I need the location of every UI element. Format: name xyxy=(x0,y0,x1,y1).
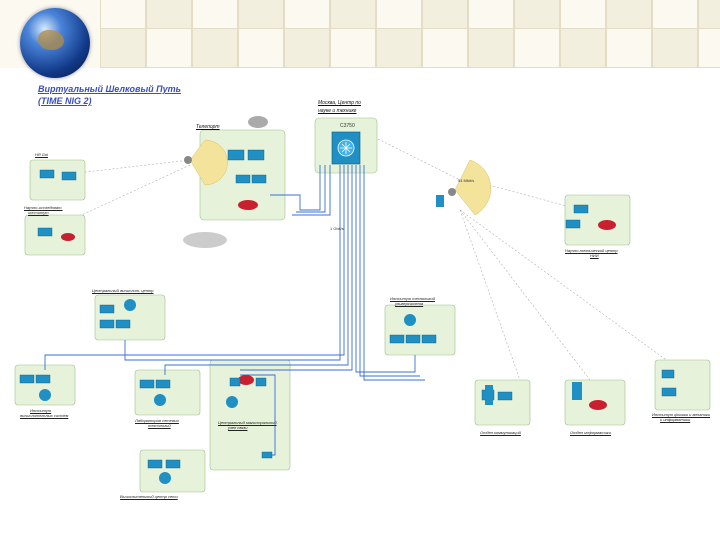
banner-tile xyxy=(146,28,192,68)
site-bottom-mid-label-2: технологий xyxy=(148,423,171,428)
satellite-antenna-icon xyxy=(248,116,268,128)
site-mid-right-label-2: университета xyxy=(395,301,424,306)
site-mid-right-label: Институт технологий xyxy=(390,296,435,301)
remote-dish-beam xyxy=(454,159,492,216)
router-icons xyxy=(61,200,616,410)
banner-tile xyxy=(192,28,238,68)
top-node-label: Москва, Центр по xyxy=(318,100,361,106)
site-left-mid-label: Научно-исследоват. xyxy=(24,205,63,210)
server-icons xyxy=(436,195,582,405)
site-center-label: Центральный магистральный xyxy=(218,420,277,425)
banner-tile xyxy=(330,28,376,68)
teleport-dish-beam xyxy=(189,139,228,186)
header-banner xyxy=(0,0,720,68)
banner-tile xyxy=(422,28,468,68)
banner-tile xyxy=(606,28,652,68)
satellite-dish-icon xyxy=(184,156,192,164)
site-bottom-left-label-2: вычислительных систем xyxy=(20,413,69,418)
site-bottom-mid-label: Лаборатория сетевых xyxy=(135,418,179,423)
cloud-icon xyxy=(183,232,227,248)
banner-tile xyxy=(238,28,284,68)
site-bottom-right-label-2: Отдел информатики xyxy=(570,430,611,435)
top-node-label-2: науке и технике xyxy=(318,108,357,114)
site-boxes xyxy=(14,117,711,493)
site-bottom-right-label: Отдел коммуникаций xyxy=(480,430,521,435)
page-subtitle: (TIME NIG 2) xyxy=(38,96,92,106)
site-far-right-label-2: и информатики xyxy=(660,417,691,422)
satellite-dish-icon-2 xyxy=(448,188,456,196)
banner-tile xyxy=(284,28,330,68)
page-title: Виртуальный Шелковый Путь xyxy=(38,84,181,94)
banner-tile xyxy=(376,28,422,68)
site-left-mid-label-2: институт xyxy=(28,210,49,215)
banner-tile xyxy=(698,28,720,68)
teleport-label: Телепорт xyxy=(196,124,220,130)
site-bottom-label: Вычислительный центр сети xyxy=(120,494,178,499)
globe-logo xyxy=(20,8,90,78)
banner-tile xyxy=(514,28,560,68)
wired-links xyxy=(44,165,425,456)
firewall-icons xyxy=(39,299,416,484)
speed-right-label: 54 Mbit/s xyxy=(458,178,475,183)
speed-left-label: 1 Gbit/s xyxy=(330,226,344,231)
site-far-right-label: Институт физики и механики xyxy=(652,412,711,417)
banner-tile xyxy=(560,28,606,68)
site-mid-left-label: Центральный вычислит. центр xyxy=(92,288,154,293)
banner-tile xyxy=(652,28,698,68)
core-switch-label: C3750 xyxy=(340,123,355,129)
site-center-label-2: узел связи xyxy=(228,425,248,430)
banner-tile xyxy=(468,28,514,68)
banner-tile xyxy=(100,28,146,68)
site-right-top-label: Научно-технический центр xyxy=(565,248,618,253)
site-bottom-left-label: Институт xyxy=(30,408,52,413)
site-topleft-label: НЯ Gol xyxy=(35,152,48,157)
site-right-top-label-2: НИИ xyxy=(590,253,599,258)
